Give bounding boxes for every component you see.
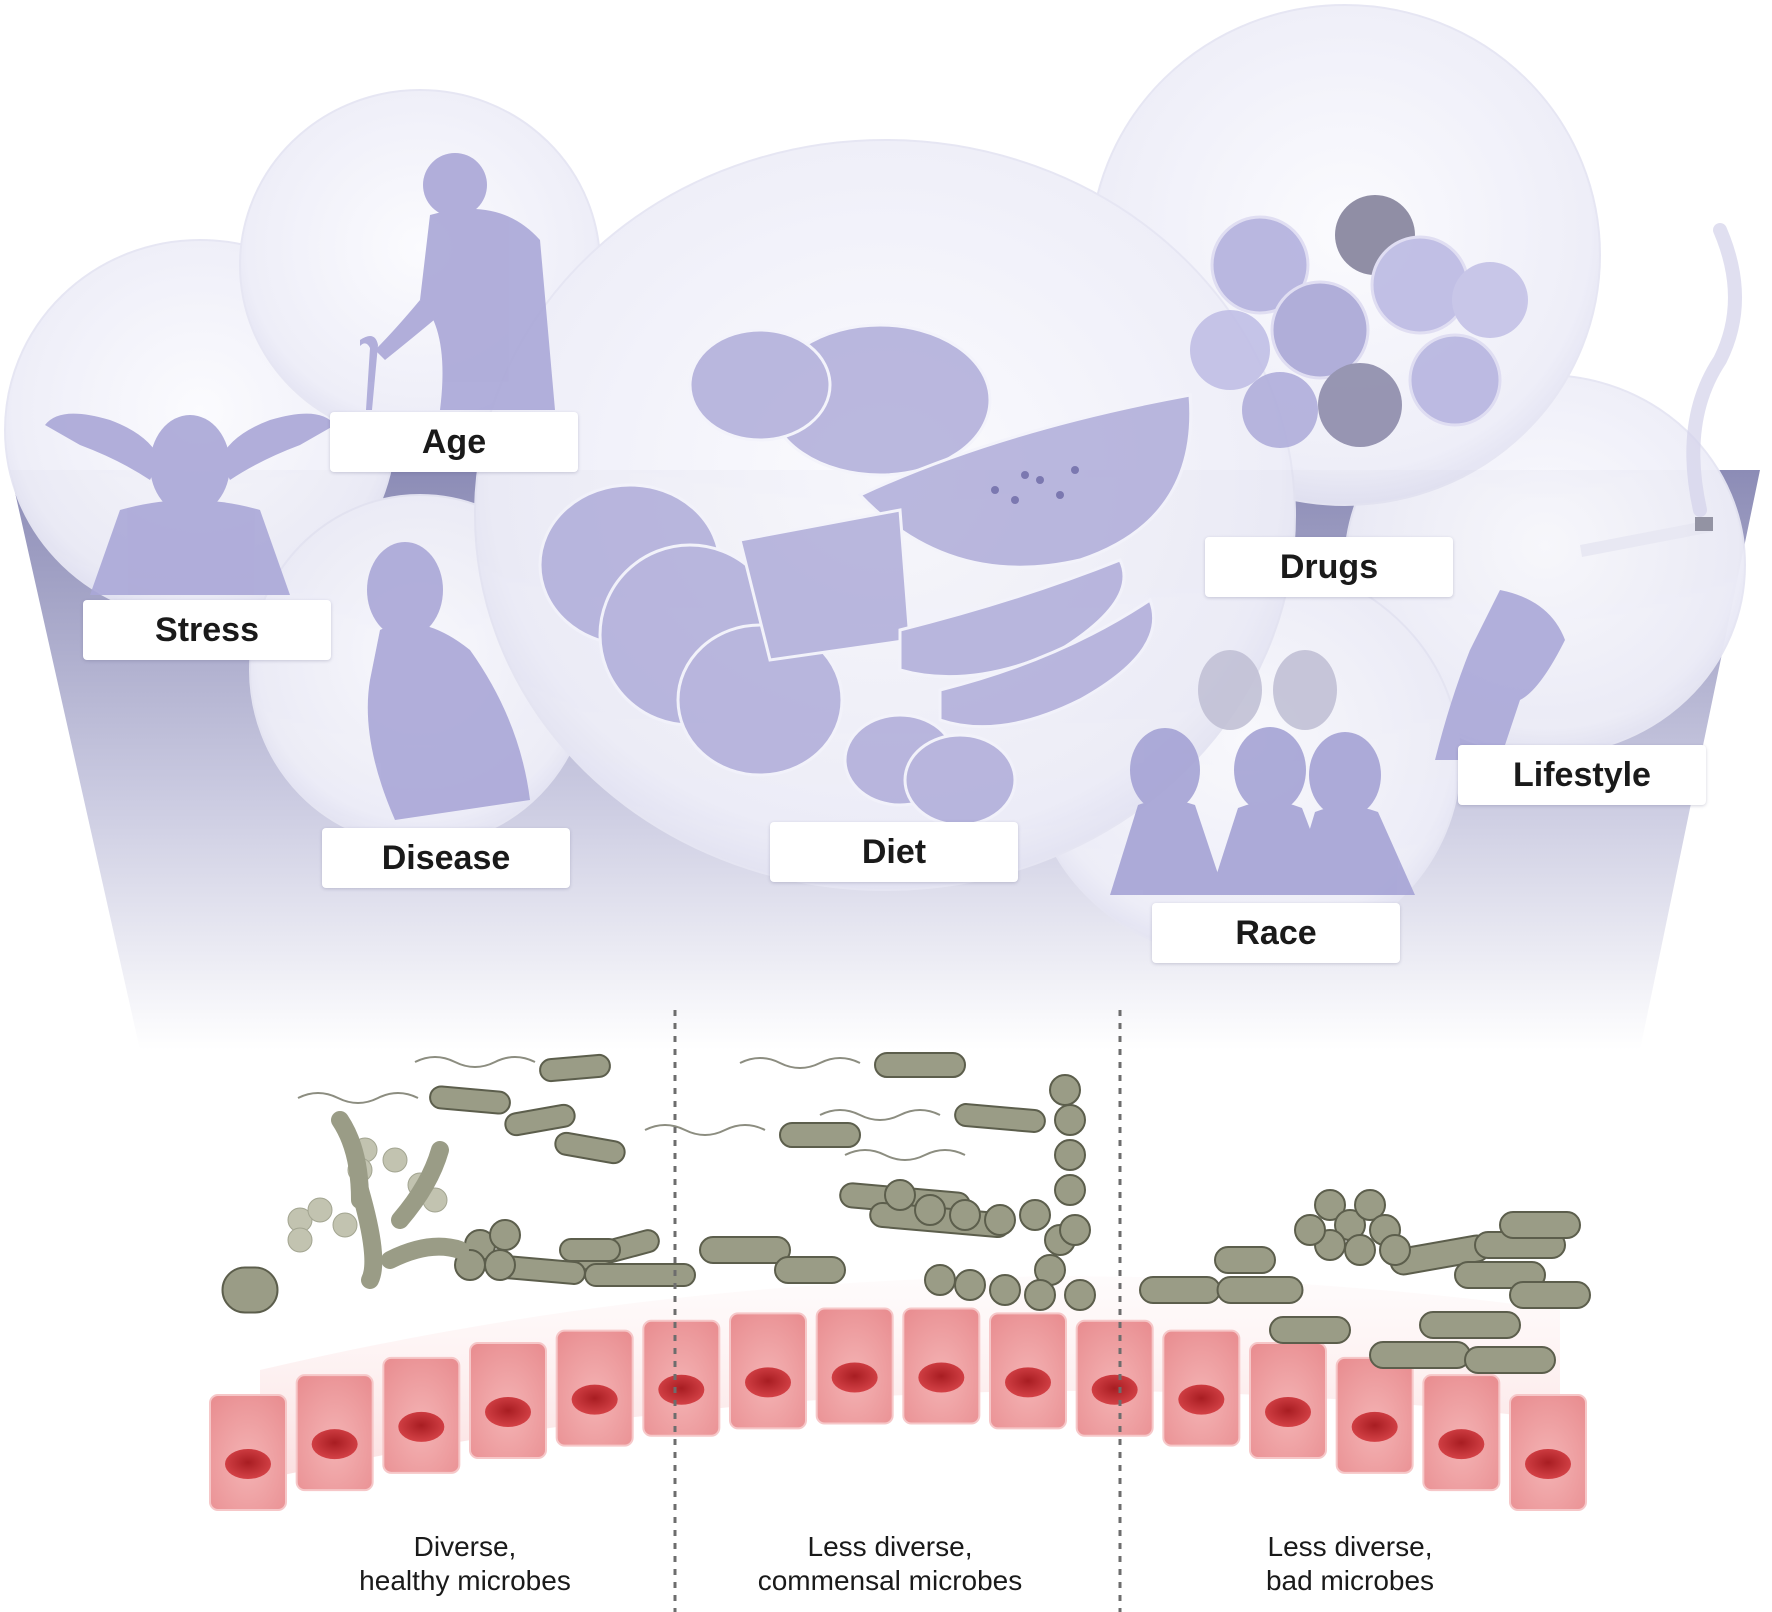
gut-epithelium [209, 1276, 1587, 1511]
rod-bacterium [1269, 1316, 1351, 1344]
rod-bacterium [1139, 1276, 1221, 1304]
epithelial-cell [1162, 1329, 1241, 1447]
caption-panel-3: Less diverse, bad microbes [1190, 1530, 1510, 1598]
diet-food-icon [538, 323, 1193, 827]
label-stress: Stress [83, 600, 331, 660]
rod-bacterium [699, 1236, 791, 1264]
coccus-bacterium [1294, 1214, 1326, 1246]
flagellum [739, 1057, 861, 1069]
rod-bacterium [504, 1103, 576, 1137]
rod-bacterium [874, 1052, 966, 1078]
epithelial-cell [555, 1329, 634, 1447]
rod-bacterium [554, 1131, 626, 1165]
coccus-bacterium [1024, 1279, 1056, 1311]
epithelial-cell [382, 1356, 461, 1474]
coccus-bacterium [1054, 1104, 1086, 1136]
rod-bacterium [1464, 1346, 1556, 1374]
rod-bacterium [774, 1256, 846, 1284]
sick-person-icon [367, 542, 530, 820]
coccus-bacterium [984, 1204, 1016, 1236]
filamentous-bacterium [391, 1141, 449, 1229]
rod-bacterium [1419, 1311, 1521, 1339]
coccus-bacterium [1354, 1189, 1386, 1221]
coccus-bacterium [1064, 1279, 1096, 1311]
watermelon-seeds [991, 466, 1079, 504]
epithelial-cell [642, 1319, 721, 1437]
coccus-bacterium [954, 1269, 986, 1301]
coccus-bacterium [1379, 1234, 1411, 1266]
flagellum [414, 1056, 536, 1068]
rod-bacterium [221, 1266, 279, 1314]
coccus-bacterium [914, 1194, 946, 1226]
epithelial-cell [815, 1307, 894, 1425]
rod-bacterium [559, 1238, 621, 1262]
coccus-bacterium [489, 1219, 521, 1251]
coccus-bacterium [1054, 1174, 1086, 1206]
filamentous-bacterium [381, 1237, 469, 1269]
flagellum [844, 1149, 966, 1161]
coccus-bacterium [1314, 1189, 1346, 1221]
label-age: Age [330, 412, 578, 472]
coccus-bacterium [1344, 1234, 1376, 1266]
elderly-person-icon [360, 153, 555, 410]
coccus-bacterium-pale [382, 1147, 408, 1173]
rod-bacterium [539, 1053, 611, 1083]
coccus-bacterium [1019, 1199, 1051, 1231]
epithelial-cell [729, 1312, 807, 1430]
rod-bacterium [1509, 1281, 1591, 1309]
pills-icon [1190, 195, 1528, 448]
people-group-icon [1110, 650, 1415, 895]
caption-panel-1: Diverse, healthy microbes [310, 1530, 620, 1598]
label-lifestyle: Lifestyle [1458, 745, 1706, 805]
label-diet: Diet [770, 822, 1018, 882]
microbe-communities [221, 1052, 1591, 1374]
caption-panel-2-line1: Less diverse, [807, 1531, 973, 1562]
epithelial-cell [1249, 1342, 1327, 1459]
epithelial-cell [1509, 1394, 1587, 1511]
stress-person-icon [45, 413, 335, 595]
epithelial-cell [1075, 1319, 1154, 1437]
rod-bacterium [1369, 1341, 1471, 1369]
flagellum [297, 1092, 419, 1104]
rod-bacterium [1499, 1211, 1581, 1239]
caption-panel-3-line2: bad microbes [1265, 1565, 1435, 1596]
coccus-bacterium [949, 1199, 981, 1231]
label-race: Race [1152, 903, 1400, 963]
coccus-bacterium [1049, 1074, 1081, 1106]
coccus-bacterium [884, 1179, 916, 1211]
coccus-bacterium-pale [287, 1227, 313, 1253]
coccus-bacterium [989, 1274, 1021, 1306]
epithelial-cell [209, 1394, 287, 1511]
caption-panel-3-line1: Less diverse, [1267, 1531, 1433, 1562]
flagellum [644, 1124, 766, 1136]
caption-panel-1-line1: Diverse, [413, 1531, 517, 1562]
coccus-bacterium [1054, 1139, 1086, 1171]
caption-panel-2: Less diverse, commensal microbes [720, 1530, 1060, 1598]
epithelial-cell [902, 1307, 981, 1425]
epithelial-cell [469, 1342, 547, 1459]
label-drugs: Drugs [1205, 537, 1453, 597]
caption-panel-1-line2: healthy microbes [359, 1565, 571, 1596]
epithelial-cell [1422, 1374, 1501, 1492]
epithelial-cell [1335, 1356, 1414, 1474]
rod-bacterium [954, 1103, 1046, 1133]
coccus-bacterium [1059, 1214, 1091, 1246]
cigarette-hand-icon [1435, 223, 1742, 760]
coccus-bacterium-pale [307, 1197, 333, 1223]
caption-panel-2-line2: commensal microbes [757, 1565, 1023, 1596]
label-disease: Disease [322, 828, 570, 888]
coccus-bacterium [924, 1264, 956, 1296]
coccus-bacterium [484, 1249, 516, 1281]
coccus-bacterium-pale [332, 1212, 358, 1238]
rod-bacterium [1214, 1246, 1276, 1274]
rod-bacterium [1216, 1276, 1304, 1304]
epithelial-cell [989, 1312, 1067, 1430]
filamentous-bacterium [351, 1181, 383, 1289]
rod-bacterium [429, 1085, 511, 1115]
flagellum [819, 1109, 941, 1121]
rod-bacterium [584, 1263, 696, 1287]
rod-bacterium [779, 1122, 861, 1148]
epithelial-cell [295, 1374, 374, 1492]
